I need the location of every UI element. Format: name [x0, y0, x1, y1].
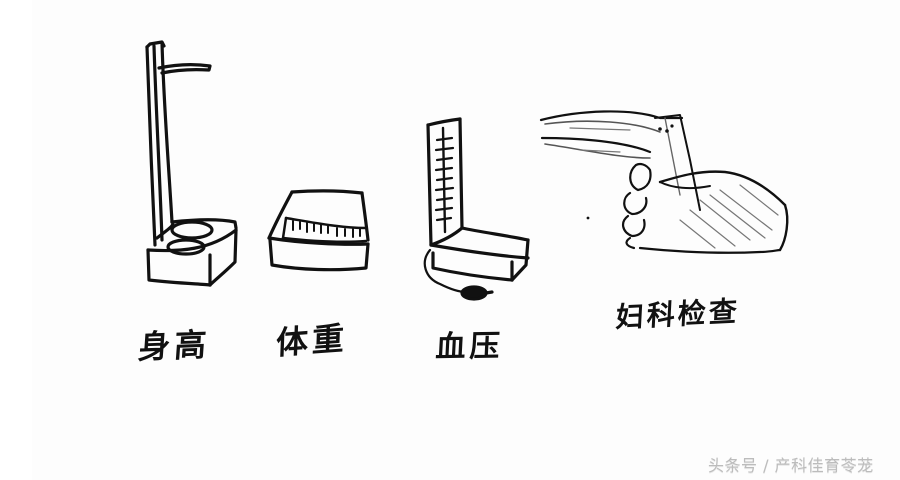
sphygmomanometer-icon — [423, 117, 530, 301]
height-measuring-scale-icon — [145, 40, 238, 287]
weighing-scale-icon — [267, 189, 370, 272]
label-blood-pressure: 血压 — [434, 328, 505, 366]
label-gynecological-exam: 妇科检查 — [615, 294, 741, 335]
label-weight: 体重 — [275, 319, 349, 363]
gloved-hand-speculum-icon — [539, 110, 789, 254]
background-strip — [0, 0, 32, 480]
watermark: 头条号 / 产科佳育苓茏 — [708, 456, 874, 475]
label-height: 身高 — [136, 325, 212, 367]
